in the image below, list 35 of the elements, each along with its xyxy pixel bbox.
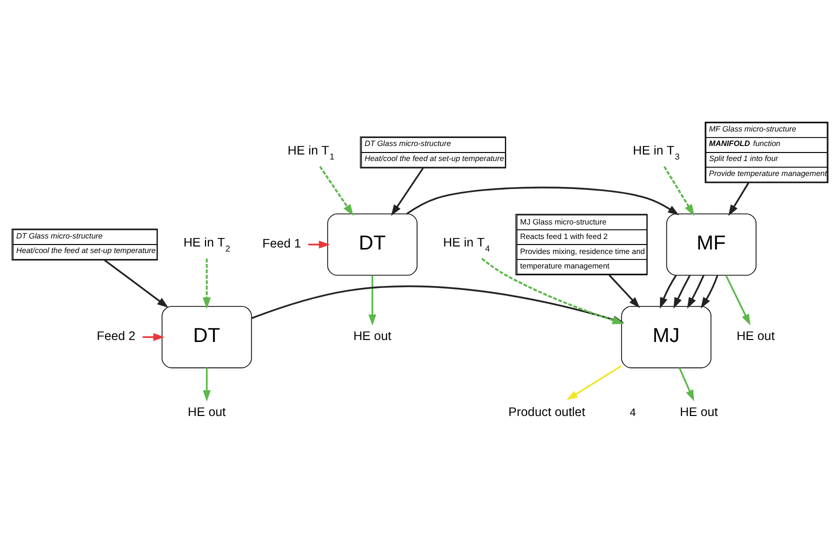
arrow bbox=[663, 166, 694, 216]
arrow bbox=[202, 368, 211, 402]
node-text: HE in T$_{4}$ bbox=[443, 236, 490, 254]
arrow bbox=[104, 259, 168, 308]
arrow bbox=[700, 275, 718, 309]
label: 4 bbox=[630, 406, 636, 419]
node-box: MF bbox=[666, 213, 756, 276]
arrow bbox=[142, 333, 165, 342]
arrow bbox=[308, 240, 330, 248]
node-box: MJ bbox=[621, 306, 712, 368]
arrow bbox=[391, 168, 424, 216]
node-text: HE out bbox=[680, 404, 718, 419]
arrow bbox=[202, 258, 211, 310]
node-text: Product outlet bbox=[508, 404, 586, 419]
node-text: Feed 1 bbox=[262, 236, 302, 251]
arrow bbox=[725, 275, 750, 326]
node-text: HE out bbox=[736, 329, 775, 344]
arrow bbox=[660, 274, 677, 309]
node-box: DT bbox=[162, 306, 252, 368]
arrow bbox=[678, 368, 694, 402]
node-box: DT bbox=[327, 213, 418, 276]
arrow bbox=[368, 275, 376, 326]
arrow bbox=[608, 274, 640, 308]
node-text: HE in T$_{1}$ bbox=[288, 144, 334, 162]
node-text: HE in T$_{2}$ bbox=[183, 236, 230, 254]
node-text: Feed 2 bbox=[96, 329, 136, 344]
node-text: HE out bbox=[188, 404, 226, 419]
arrow bbox=[566, 365, 622, 400]
arrow bbox=[687, 275, 704, 309]
arrow bbox=[406, 186, 680, 216]
arrow bbox=[673, 274, 691, 309]
arrow bbox=[319, 166, 354, 216]
node-text: HE in T$_{3}$ bbox=[632, 144, 680, 162]
arrow bbox=[728, 182, 750, 216]
node-text: HE out bbox=[353, 329, 392, 344]
